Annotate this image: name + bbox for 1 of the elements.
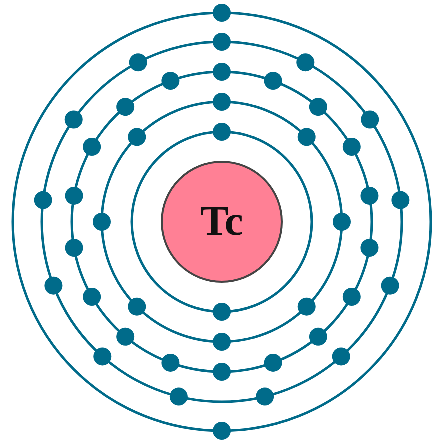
element-symbol: Tc bbox=[200, 198, 244, 246]
